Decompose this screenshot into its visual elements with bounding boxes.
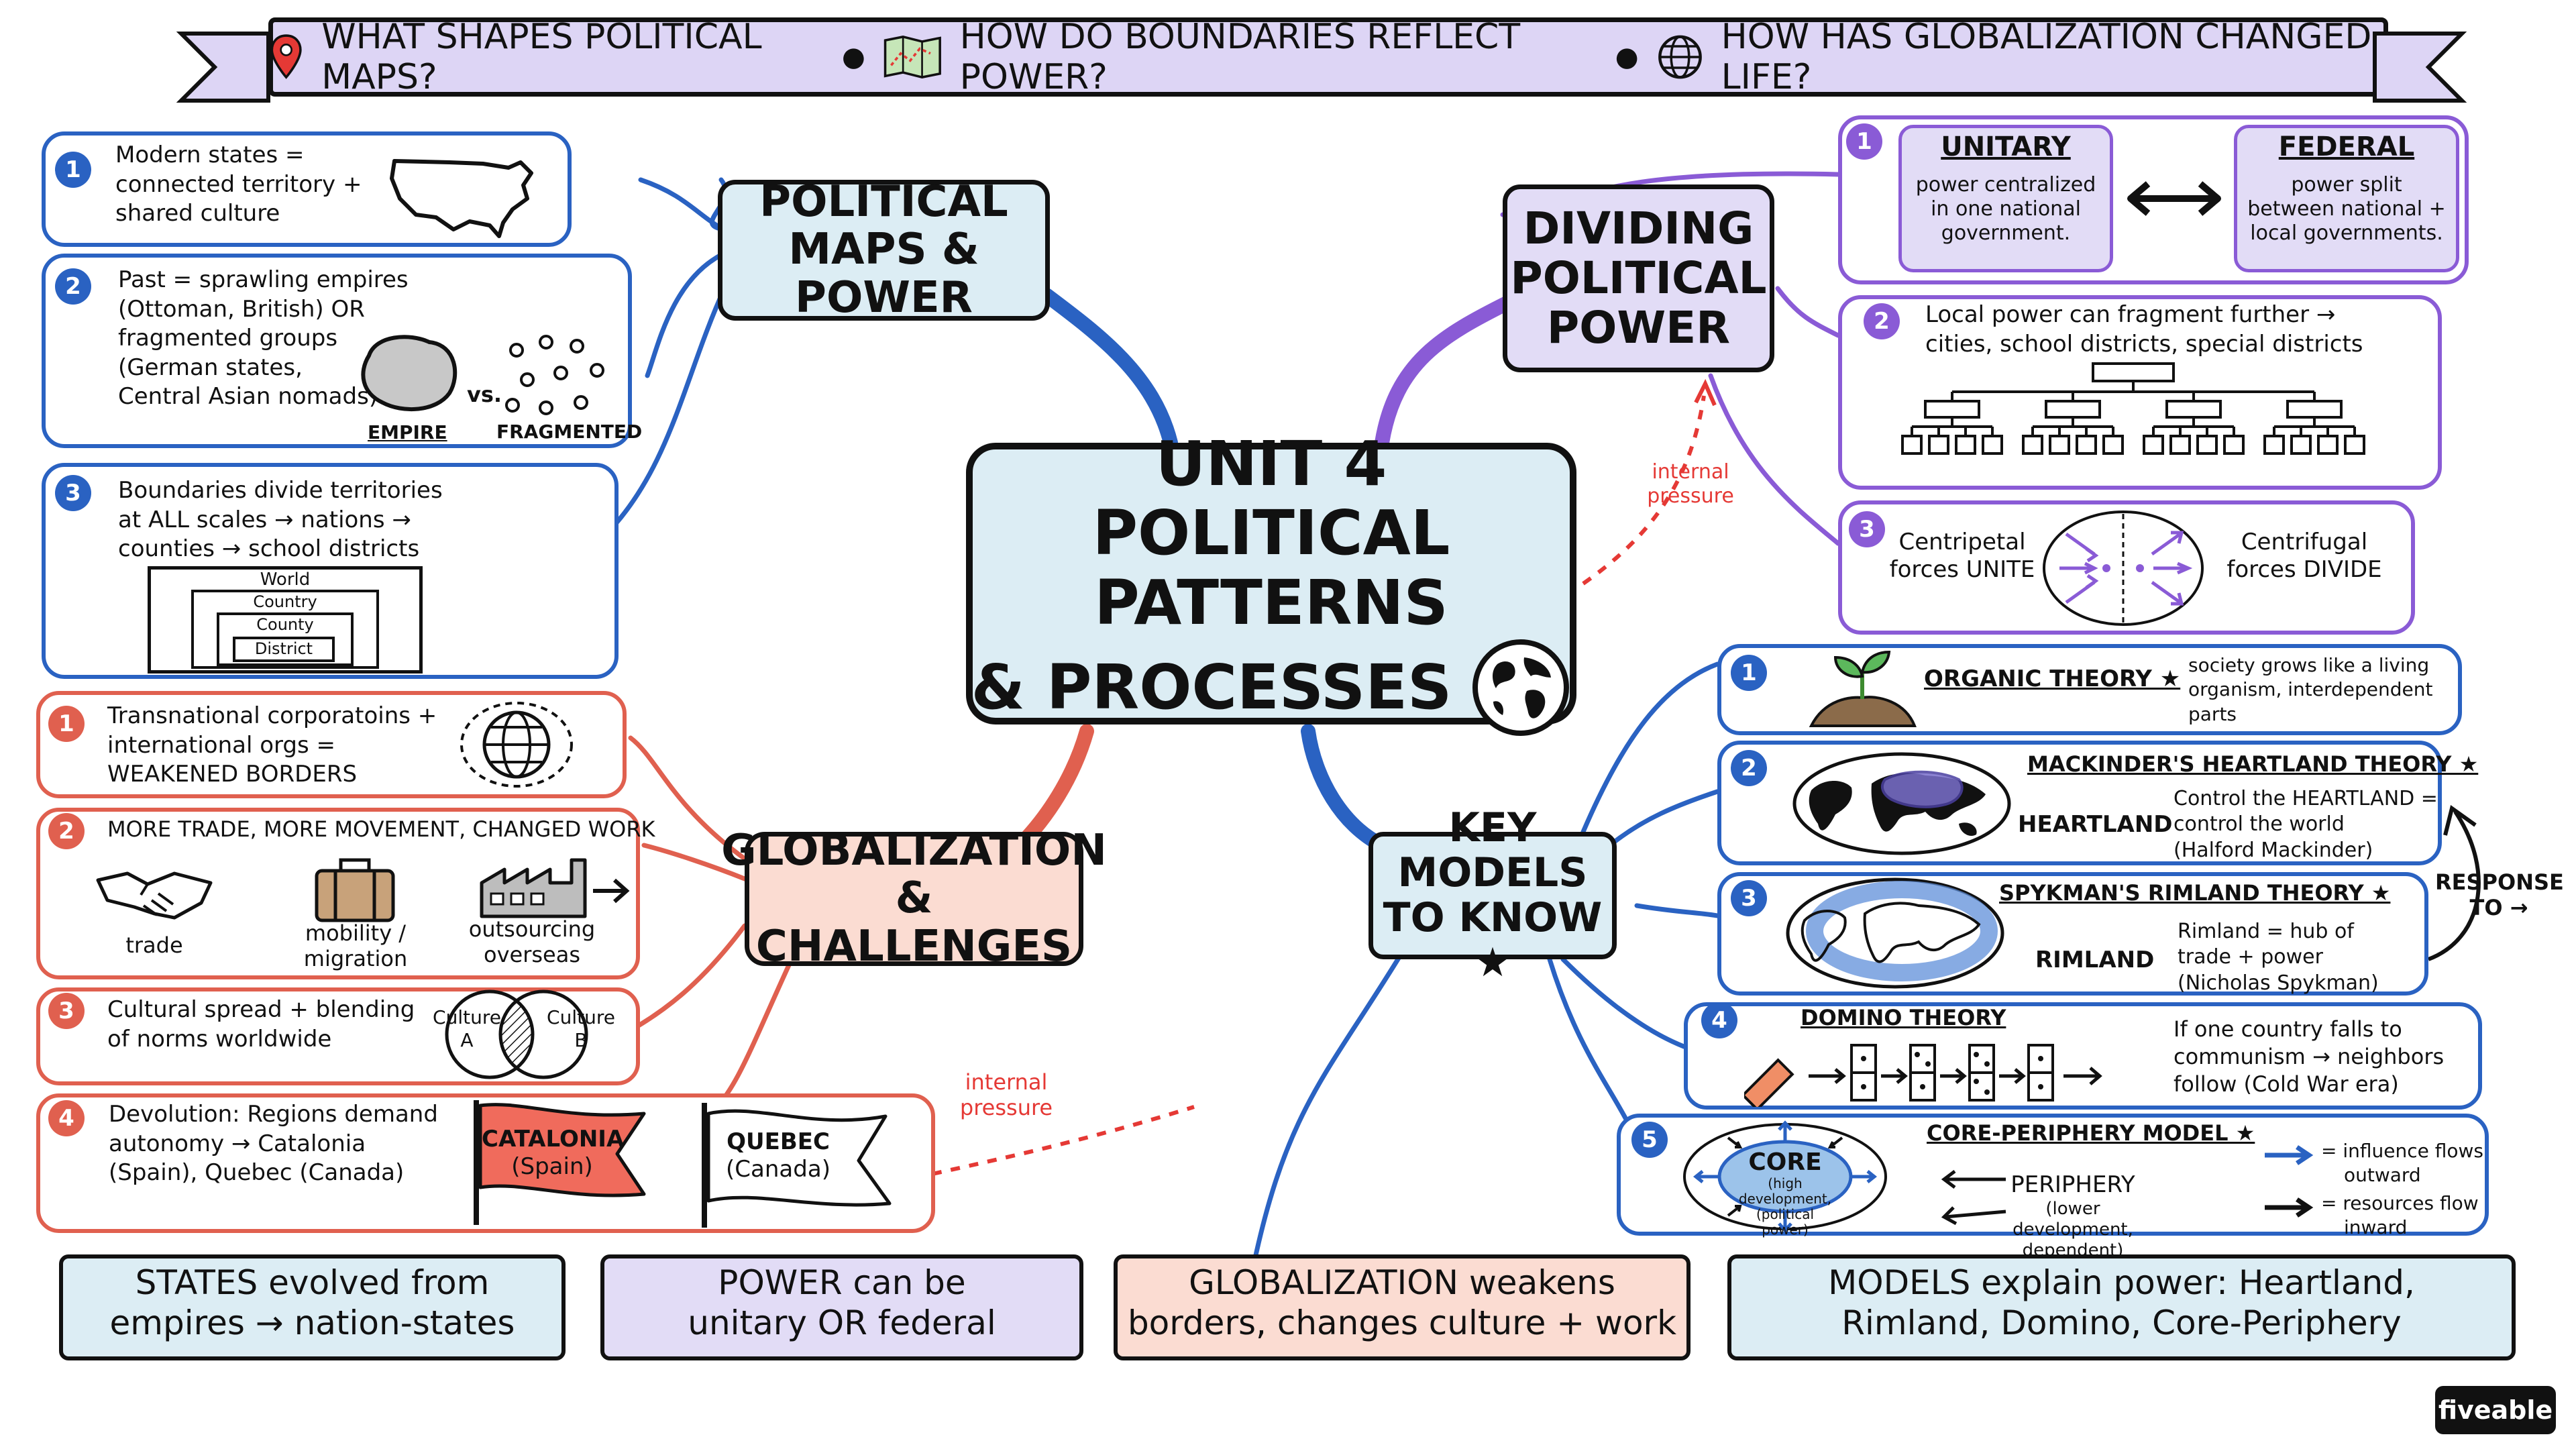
dividing-power-node: [1503, 184, 1774, 372]
usa-map-icon: [390, 159, 533, 238]
number-badge: 1: [48, 706, 85, 742]
center-title: UNIT 4 POLITICAL PATTERNS & PROCESSES: [966, 429, 1576, 736]
key-models-node: [1368, 832, 1617, 959]
heartland-map-icon: [1792, 752, 2011, 855]
core-periphery-icon: [1683, 1120, 1887, 1233]
map-pin-icon: [270, 34, 302, 79]
number-badge: 1: [1731, 655, 1767, 691]
link-center-dividing: [1375, 294, 1517, 450]
number-badge: 4: [1701, 1002, 1737, 1038]
political-maps-node: [718, 180, 1050, 321]
nested-scales-diagram: World Country County District: [148, 566, 423, 674]
inward-arrows-icon: [1941, 1170, 2006, 1226]
link-center-political: [1039, 288, 1178, 450]
number-badge: 2: [55, 268, 91, 305]
hierarchy-tree-icon: [1901, 362, 2365, 455]
number-badge: 3: [55, 475, 91, 511]
banner-ribbon-ends: [176, 32, 2467, 103]
flag-quebec-icon: [702, 1103, 892, 1228]
globe-icon: [1658, 35, 1702, 79]
seedling-icon: [1809, 650, 1917, 727]
number-badge: 3: [1849, 511, 1885, 547]
summary-box-power: [600, 1254, 1083, 1360]
number-badge: 2: [48, 813, 85, 849]
forces-diagram-icon: [2043, 511, 2204, 626]
model-card-4: [1684, 1002, 2482, 1110]
fiveable-logo: fiveable: [2435, 1386, 2556, 1434]
federal-box: [2234, 125, 2459, 272]
number-badge: 3: [1731, 880, 1767, 916]
number-badge: 1: [1846, 123, 1882, 160]
globalization-node: [745, 832, 1083, 966]
link-center-models: [1301, 724, 1389, 853]
rimland-map-icon: [1786, 877, 2004, 989]
domino-icon: [1744, 1044, 2102, 1107]
number-badge: 1: [55, 152, 91, 188]
global-card-3: [36, 987, 640, 1085]
vs-label: vs.: [467, 382, 502, 407]
empire-blob-icon: [361, 335, 458, 411]
political-card-3: [42, 463, 619, 679]
banner-question-3: HOW HAS GLOBALIZATION CHANGED LIFE?: [1721, 17, 2372, 97]
political-card-2: [42, 254, 632, 448]
number-badge: 2: [1731, 750, 1767, 786]
unitary-box: [1898, 125, 2113, 272]
number-badge: 5: [1631, 1122, 1668, 1158]
summary-box-globalization: [1114, 1254, 1690, 1360]
suitcase-icon: [315, 858, 395, 922]
number-badge: 3: [48, 993, 85, 1029]
handshake-icon: [96, 871, 213, 920]
flag-catalonia-icon: [474, 1100, 646, 1225]
factory-icon: [480, 858, 630, 918]
banner-question-1: WHAT SHAPES POLITICAL MAPS?: [321, 17, 762, 97]
top-banner: [268, 17, 2388, 97]
banner-bullet: ●: [842, 42, 865, 72]
number-badge: 2: [1864, 303, 1900, 339]
banner-bullet: ●: [1615, 42, 1639, 72]
number-badge: 4: [48, 1100, 85, 1136]
globe-network-icon: [460, 702, 573, 788]
summary-box-states: [59, 1254, 566, 1360]
double-arrow-icon: [2127, 181, 2221, 216]
venn-diagram-icon: [445, 989, 588, 1079]
blue-arrow-icon: [2265, 1145, 2314, 1165]
banner-question-2: HOW DO BOUNDARIES REFLECT POWER?: [959, 17, 1521, 97]
folded-map-icon: [883, 36, 941, 78]
summary-box-models: [1727, 1254, 2516, 1360]
fragmented-dots-icon: [505, 335, 604, 415]
globe-icon: [1472, 639, 1570, 736]
black-arrow-icon: [2265, 1197, 2314, 1218]
